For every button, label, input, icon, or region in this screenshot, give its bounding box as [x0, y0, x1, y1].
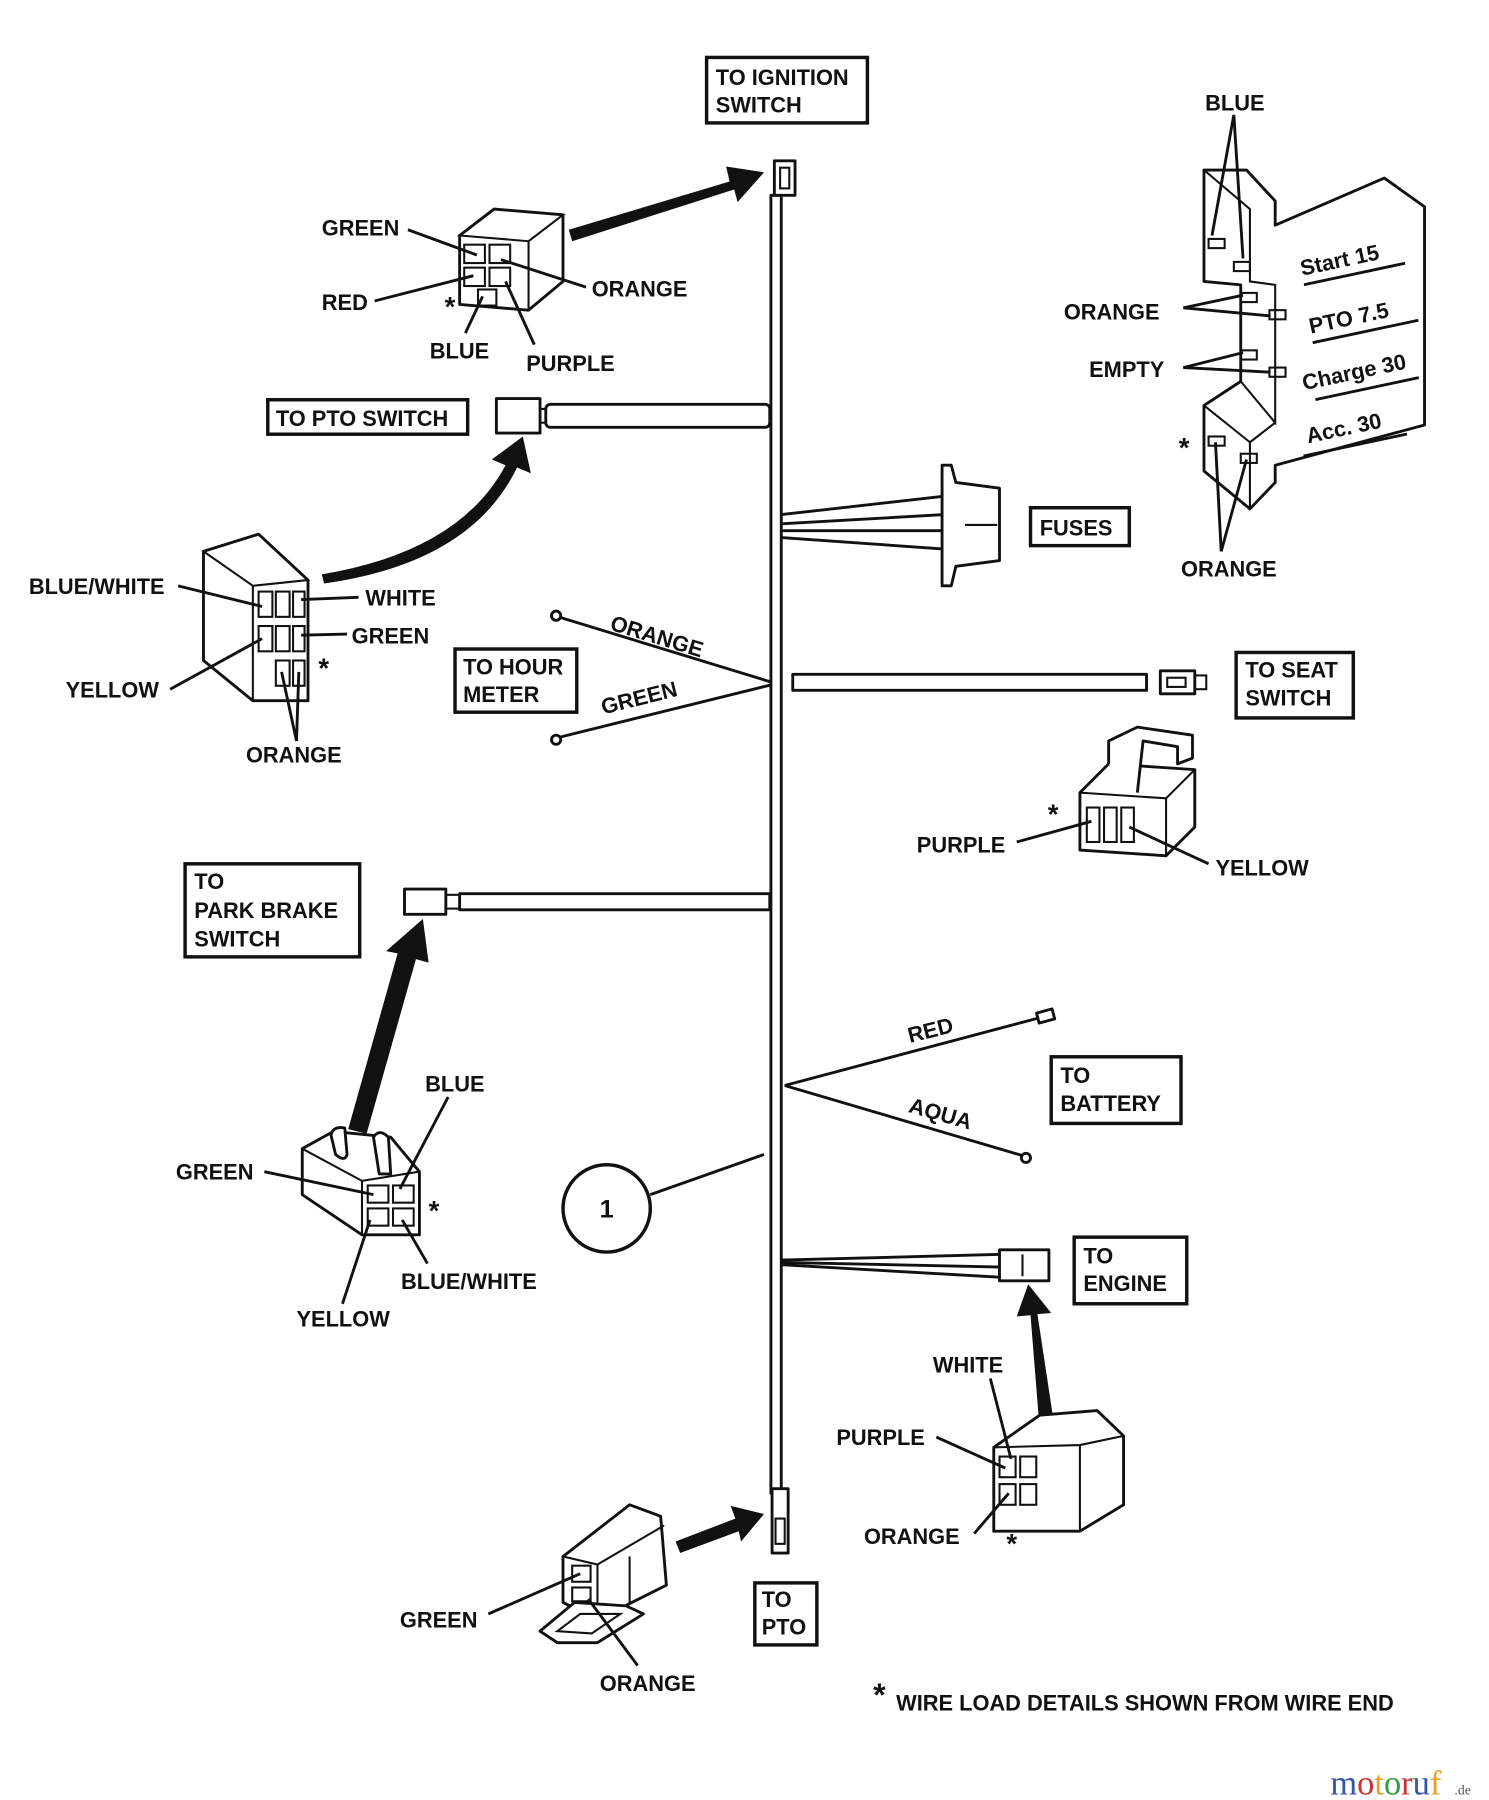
ignition-arrow: [568, 166, 765, 242]
footnote: * WIRE LOAD DETAILS SHOWN FROM WIRE END: [873, 1677, 1394, 1716]
svg-text:YELLOW: YELLOW: [66, 677, 160, 702]
watermark-letter: o: [1384, 1764, 1401, 1800]
svg-text:ORANGE: ORANGE: [1064, 299, 1160, 324]
pto-switch-connector-detail: BLUE/WHITE WHITE GREEN YELLOW ORANGE *: [29, 532, 436, 768]
pto-connector-detail: GREEN ORANGE: [400, 1503, 696, 1696]
fuse-holder-branch: [781, 463, 1001, 588]
engine-connector-detail: WHITE PURPLE ORANGE *: [836, 1353, 1126, 1559]
svg-text:PURPLE: PURPLE: [526, 351, 614, 376]
svg-text:METER: METER: [463, 682, 540, 707]
svg-text:RED: RED: [322, 290, 368, 315]
svg-text:ORANGE: ORANGE: [246, 743, 342, 768]
svg-text:GREEN: GREEN: [176, 1160, 254, 1185]
svg-text:SWITCH: SWITCH: [194, 927, 280, 952]
watermark-letter: t: [1374, 1764, 1384, 1800]
svg-text:FUSES: FUSES: [1040, 515, 1113, 540]
pto-destination-label: TO PTO: [753, 1581, 819, 1647]
svg-text:WHITE: WHITE: [933, 1353, 1003, 1378]
svg-text:*: *: [1179, 432, 1190, 463]
engine-destination-label: TO ENGINE: [1072, 1235, 1189, 1306]
pto-arrow: [675, 1505, 765, 1554]
park-brake-branch: [403, 887, 772, 916]
watermark-letter: r: [1401, 1764, 1413, 1800]
svg-text:*: *: [1006, 1528, 1017, 1559]
svg-text:*: *: [1048, 799, 1059, 830]
park-brake-arrow: [348, 918, 429, 1134]
pto-switch-arrow: [321, 436, 531, 584]
svg-text:ORANGE: ORANGE: [592, 276, 688, 301]
svg-text:GREEN: GREEN: [400, 1608, 478, 1633]
svg-text:BLUE/WHITE: BLUE/WHITE: [401, 1269, 537, 1294]
svg-text:PURPLE: PURPLE: [836, 1425, 924, 1450]
svg-text:TO: TO: [194, 869, 224, 894]
pto-switch-destination-label: TO PTO SWITCH: [266, 398, 470, 436]
svg-text:AQUA: AQUA: [906, 1093, 975, 1135]
svg-text:BLUE: BLUE: [1205, 90, 1264, 115]
svg-text:*: *: [318, 653, 329, 684]
svg-text:SWITCH: SWITCH: [1245, 685, 1331, 710]
svg-text:WHITE: WHITE: [365, 585, 435, 610]
battery-wires: RED AQUA: [784, 1007, 1057, 1164]
svg-text:ORANGE: ORANGE: [864, 1524, 960, 1549]
svg-text:YELLOW: YELLOW: [297, 1307, 391, 1332]
svg-text:GREEN: GREEN: [598, 676, 679, 719]
svg-text:*: *: [873, 1677, 886, 1713]
svg-text:*: *: [445, 291, 456, 322]
svg-text:BLUE: BLUE: [430, 338, 489, 363]
svg-text:TO: TO: [1060, 1063, 1090, 1088]
fuse-block-detail: Start 15 PTO 7.5 Charge 30 Acc. 30 BLUE …: [1064, 90, 1426, 582]
svg-text:EMPTY: EMPTY: [1089, 357, 1165, 382]
hour-meter-destination-label: TO HOUR METER: [453, 647, 579, 714]
ignition-destination-label: TO IGNITION SWITCH: [704, 55, 870, 125]
seat-switch-connector-detail: PURPLE YELLOW *: [917, 725, 1309, 880]
svg-text:BLUE: BLUE: [425, 1071, 484, 1096]
svg-text:PURPLE: PURPLE: [917, 832, 1005, 857]
svg-text:ORANGE: ORANGE: [600, 1671, 696, 1696]
watermark-letter: o: [1357, 1764, 1374, 1800]
svg-text:TO PTO SWITCH: TO PTO SWITCH: [276, 406, 449, 431]
watermark-letter: u: [1413, 1764, 1430, 1800]
svg-text:TO SEAT: TO SEAT: [1245, 658, 1338, 683]
svg-text:GREEN: GREEN: [322, 215, 400, 240]
fuses-destination-label: FUSES: [1028, 505, 1132, 548]
engine-arrow: [1016, 1284, 1055, 1431]
svg-text:TO IGNITION: TO IGNITION: [716, 65, 849, 90]
svg-text:PARK BRAKE: PARK BRAKE: [194, 898, 338, 923]
hour-meter-wires: ORANGE GREEN: [550, 609, 773, 746]
battery-destination-label: TO BATTERY: [1049, 1055, 1183, 1126]
svg-text:WIRE LOAD DETAILS SHOWN FROM W: WIRE LOAD DETAILS SHOWN FROM WIRE END: [896, 1690, 1394, 1715]
main-harness: [769, 159, 797, 1555]
ignition-connector-detail: GREEN RED ORANGE BLUE PURPLE *: [322, 207, 688, 376]
seat-switch-branch: [791, 669, 1208, 696]
watermark-letter: f: [1430, 1764, 1442, 1800]
seat-switch-destination-label: TO SEAT SWITCH: [1234, 650, 1356, 720]
svg-text:BATTERY: BATTERY: [1060, 1091, 1161, 1116]
watermark-letter: m: [1330, 1764, 1357, 1800]
motoruf-watermark-logo: motoruf .de: [1330, 1764, 1470, 1800]
svg-text:YELLOW: YELLOW: [1215, 855, 1309, 880]
svg-text:SWITCH: SWITCH: [716, 93, 802, 118]
svg-text:ENGINE: ENGINE: [1083, 1271, 1167, 1296]
svg-text:TO: TO: [762, 1587, 792, 1612]
part-callout: 1: [561, 1153, 765, 1254]
ignition-plug: [772, 159, 797, 197]
svg-text:*: *: [429, 1195, 440, 1226]
engine-branch: [781, 1248, 1051, 1283]
svg-text:motoruf: motoruf: [1330, 1764, 1442, 1800]
svg-text:TO: TO: [1083, 1244, 1113, 1269]
svg-text:ORANGE: ORANGE: [1181, 557, 1277, 582]
park-brake-destination-label: TO PARK BRAKE SWITCH: [183, 862, 362, 959]
park-brake-connector-detail: GREEN BLUE BLUE/WHITE YELLOW *: [176, 1071, 537, 1331]
svg-text:1: 1: [600, 1196, 614, 1224]
svg-text:.de: .de: [1454, 1782, 1470, 1797]
svg-text:BLUE/WHITE: BLUE/WHITE: [29, 574, 165, 599]
svg-text:GREEN: GREEN: [352, 623, 430, 648]
svg-text:ORANGE: ORANGE: [607, 610, 706, 662]
pto-switch-branch: [494, 397, 772, 435]
svg-text:TO HOUR: TO HOUR: [463, 654, 563, 679]
svg-text:PTO: PTO: [762, 1615, 806, 1640]
